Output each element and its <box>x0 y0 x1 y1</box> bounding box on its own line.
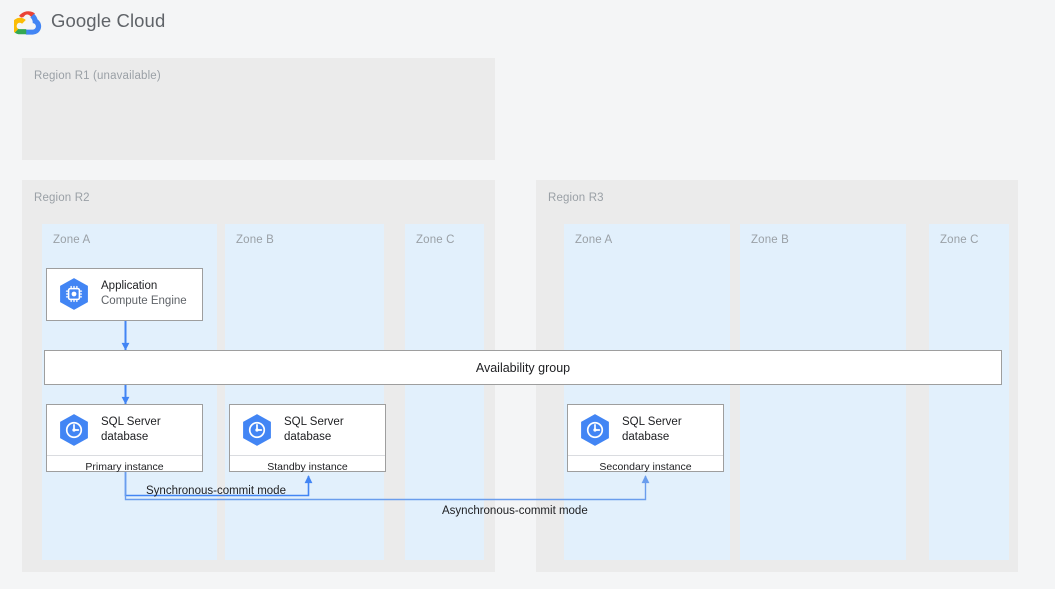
zone-r2-c-label: Zone C <box>416 234 455 246</box>
region-r1-label: Region R1 (unavailable) <box>34 70 161 82</box>
node-application-subtitle: Compute Engine <box>101 295 187 307</box>
zone-r3-a-label: Zone A <box>575 234 613 246</box>
node-application-title: Application <box>101 279 158 292</box>
zone-r2-b: Zone B <box>225 224 384 560</box>
zone-r3-c: Zone C <box>929 224 1009 560</box>
node-db-standby-title: SQL Server <box>284 415 344 428</box>
synchronous-commit-label: Synchronous-commit mode <box>146 485 286 497</box>
node-db-primary-title: SQL Server <box>101 415 161 428</box>
compute-engine-icon <box>60 278 88 310</box>
cloud-sql-icon <box>60 414 88 446</box>
node-application[interactable]: Application Compute Engine <box>46 268 203 321</box>
zone-r2-a-label: Zone A <box>53 234 91 246</box>
cloud-sql-icon <box>243 414 271 446</box>
zone-r3-b-label: Zone B <box>751 234 789 246</box>
zone-r3-c-label: Zone C <box>940 234 979 246</box>
node-db-standby[interactable]: SQL Server database Standby instance <box>229 404 386 473</box>
zone-r3-a: Zone A <box>564 224 730 560</box>
node-db-secondary-title2: database <box>622 431 670 443</box>
availability-group-bar: Availability group <box>44 350 1002 385</box>
region-r2-label: Region R2 <box>34 192 90 204</box>
node-db-primary-title2: database <box>101 431 149 443</box>
node-db-standby-title2: database <box>284 431 332 443</box>
google-cloud-logo-icon <box>14 11 42 35</box>
node-db-secondary-role: Secondary instance <box>568 455 723 479</box>
app-header: Google Cloud <box>0 0 1055 42</box>
asynchronous-commit-label: Asynchronous-commit mode <box>442 505 588 517</box>
node-db-primary-role: Primary instance <box>47 455 202 479</box>
zone-r3-b: Zone B <box>740 224 906 560</box>
region-r3-label: Region R3 <box>548 192 604 204</box>
zone-r2-c: Zone C <box>405 224 484 560</box>
zone-r2-b-label: Zone B <box>236 234 274 246</box>
region-r1: Region R1 (unavailable) <box>22 58 495 160</box>
brand-name: Google Cloud <box>51 10 166 31</box>
node-db-standby-role: Standby instance <box>230 455 385 479</box>
cloud-sql-icon <box>581 414 609 446</box>
availability-group-label: Availability group <box>475 360 571 375</box>
node-db-secondary-title: SQL Server <box>622 415 682 428</box>
node-db-primary[interactable]: SQL Server database Primary instance <box>46 404 203 473</box>
node-db-secondary[interactable]: SQL Server database Secondary instance <box>567 404 724 473</box>
